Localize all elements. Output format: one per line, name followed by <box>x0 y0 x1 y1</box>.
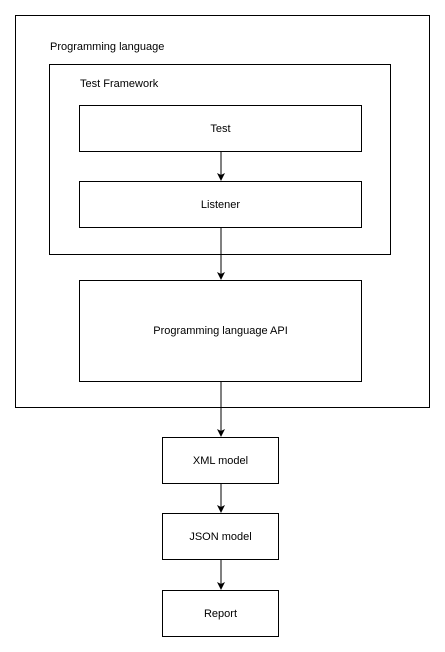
json-model-node: JSON model <box>162 513 279 560</box>
test-framework-label: Test Framework <box>80 78 159 90</box>
programming-language-api-label: Programming language API <box>153 325 288 337</box>
xml-model-node: XML model <box>162 437 279 484</box>
listener-node: Listener <box>79 181 362 228</box>
report-label: Report <box>203 607 238 620</box>
report-node: Report <box>162 590 279 637</box>
json-model-label: JSON model <box>189 530 252 543</box>
test-node-label: Test <box>210 122 231 135</box>
programming-language-label: Programming language <box>50 41 165 53</box>
programming-language-api-node: Programming language API <box>79 280 362 382</box>
xml-model-label: XML model <box>192 454 249 467</box>
listener-node-label: Listener <box>200 198 241 211</box>
test-node: Test <box>79 105 362 152</box>
